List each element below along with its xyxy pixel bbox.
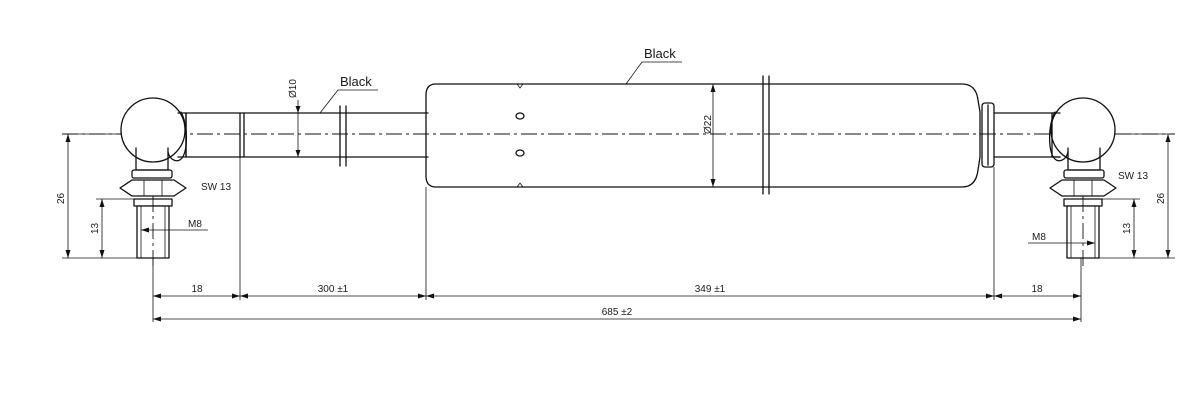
dim-end-left: 18 — [153, 284, 240, 299]
dimension-extension-lines — [152, 157, 1082, 322]
dim-overall-label: 685 ±2 — [602, 307, 633, 318]
thread-callout-left: M8 — [141, 219, 208, 233]
thread-right-label: M8 — [1032, 232, 1046, 243]
rod-color-leader: Black — [319, 74, 378, 114]
thread-left-label: M8 — [188, 219, 202, 230]
height-dim-left: 26 — [56, 133, 137, 259]
dim-stroke: 300 ±1 — [240, 284, 426, 299]
dim-stroke-label: 300 ±1 — [318, 284, 349, 295]
dim-end-right-label: 18 — [1031, 284, 1043, 295]
tube-vent-holes — [515, 83, 525, 188]
dim-end-left-label: 18 — [191, 284, 203, 295]
dim-overall: 685 ±2 — [153, 307, 1081, 322]
tube-break-marks — [762, 75, 770, 195]
cylinder-tube — [425, 83, 981, 188]
height-left-label: 26 — [56, 192, 67, 204]
end-sleeve-right — [993, 112, 1061, 158]
tube-diameter-label: Ø22 — [703, 115, 714, 134]
piston-rod — [185, 105, 429, 167]
dim-body-label: 349 ±1 — [695, 284, 726, 295]
tube-color-leader: Black — [625, 46, 682, 85]
thread-length-dim-right: 13 — [1102, 198, 1140, 258]
height-dim-right: 26 — [1099, 133, 1175, 259]
thread-len-left-label: 13 — [90, 222, 101, 234]
thread-len-right-label: 13 — [1122, 222, 1133, 234]
end-fitting-right — [1048, 97, 1117, 266]
rod-color-label: Black — [340, 74, 372, 89]
thread-callout-right: M8 — [1028, 232, 1095, 246]
dim-body: 349 ±1 — [426, 284, 994, 299]
dim-end-right: 18 — [994, 284, 1081, 299]
wrench-size-right-label: SW 13 — [1118, 171, 1148, 182]
thread-length-dim-left: 13 — [90, 198, 134, 258]
tube-color-label: Black — [644, 46, 676, 61]
end-cap-right — [981, 102, 995, 168]
tube-diameter-dim: Ø22 — [703, 84, 716, 187]
rod-diameter-dim: Ø10 — [288, 79, 301, 157]
end-fitting-left — [119, 97, 188, 266]
height-right-label: 26 — [1156, 192, 1167, 204]
wrench-size-left-label: SW 13 — [201, 182, 231, 193]
rod-diameter-label: Ø10 — [288, 79, 299, 98]
